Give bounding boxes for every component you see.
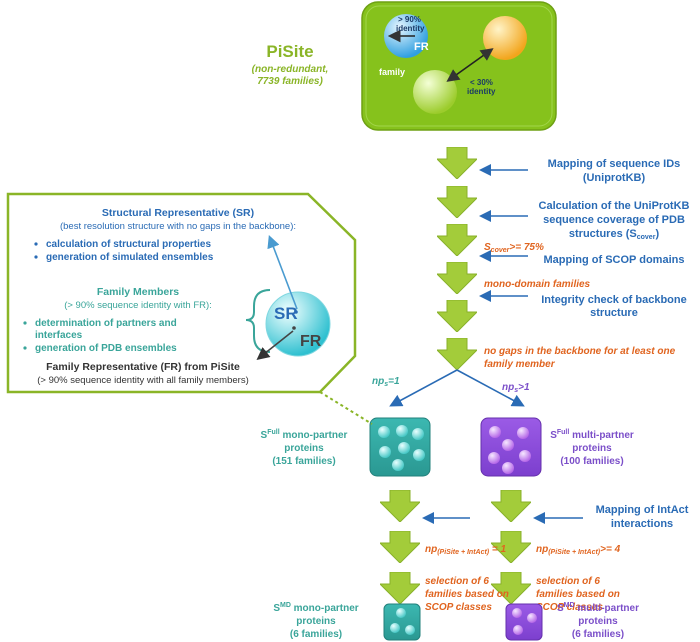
step-2-line3: structures (Scover) — [569, 228, 660, 241]
branch-arrow-right — [456, 369, 525, 407]
intact-line1: Mapping of IntAct — [596, 504, 689, 516]
flow-chevron-5 — [437, 300, 477, 332]
identity90-line2: identity — [396, 24, 425, 33]
sr-desc: (best resolution structure with no gaps … — [60, 221, 296, 232]
sr-title: Structural Representative (SR) — [102, 207, 254, 219]
step-2-line1: Calculation of the UniProtKB — [539, 200, 690, 212]
right-chevron-1 — [491, 490, 531, 522]
flow-chevron-2 — [437, 186, 477, 218]
identity90-line1: > 90% — [398, 15, 421, 24]
callout-connector — [319, 391, 373, 425]
left-chevron-2 — [380, 531, 420, 563]
flow-chevron-1 — [437, 147, 477, 179]
smd-mono-line1: SMD mono-partner — [273, 602, 358, 614]
sfull-multi-line3: (100 families) — [560, 456, 623, 467]
sfull-mono-line3: (151 families) — [272, 456, 335, 467]
pisite-subtitle-1: (non-redundant, — [252, 64, 329, 75]
selection-multi-line1: selection of 6 — [536, 576, 600, 587]
fr-dot — [292, 326, 296, 330]
sr-bullet-1 — [34, 242, 38, 246]
smd-multi-line1: SMD multi-partner — [557, 602, 639, 614]
identity30-line1: < 30% — [470, 78, 493, 87]
condition-no-gaps-line2: family member — [484, 359, 556, 370]
left-chevron-3 — [380, 572, 420, 604]
smd-multi-line3: (6 families) — [572, 629, 624, 640]
selection-mono-line1: selection of 6 — [425, 576, 489, 587]
sfull-mono-line2: proteins — [284, 443, 324, 454]
smd-multi-line2: proteins — [578, 616, 618, 627]
sr-sphere-label: SR — [274, 304, 298, 323]
selection-mono-line3: SCOP classes — [425, 602, 492, 613]
orange-sphere — [483, 16, 527, 60]
sfull-mono-line1: SFull mono-partner — [261, 429, 348, 441]
sfull-multi-line1: SFull multi-partner — [550, 429, 634, 441]
step-6-line1: Integrity check of backbone — [541, 294, 686, 306]
smd-mono-line2: proteins — [296, 616, 336, 627]
intact-line2: interactions — [611, 518, 673, 530]
identity30-line2: identity — [467, 87, 496, 96]
fr-title: Family Representative (FR) from PiSite — [46, 361, 240, 373]
fr-pointer-arrow — [256, 330, 294, 360]
fr-label: FR — [414, 41, 429, 53]
step-1-line2: (UniprotKB) — [583, 172, 646, 184]
branch-right-label: nps>1 — [502, 382, 530, 394]
step-6-line2: structure — [590, 307, 638, 319]
pisite-subtitle-2: 7739 families) — [257, 76, 323, 87]
fm-desc: (> 90% sequence identity with FR): — [64, 300, 212, 311]
sr-bullet-2-text: generation of simulated ensembles — [46, 252, 214, 263]
left-chevron-1 — [380, 490, 420, 522]
sr-bullet-1-text: calculation of structural properties — [46, 239, 211, 250]
branch-arrow-left — [389, 369, 458, 407]
flow-chevron-4 — [437, 262, 477, 294]
smd-multi-box — [505, 603, 543, 641]
fm-bullet-1-text-a: determination of partners and — [35, 318, 177, 329]
selection-mono-line2: families based on — [425, 589, 509, 600]
family-brace — [245, 289, 271, 353]
flow-chevron-6 — [437, 338, 477, 370]
sfull-multi-box — [480, 417, 542, 477]
condition-mono-domain: mono-domain families — [484, 279, 591, 290]
step-1-line1: Mapping of sequence IDs — [548, 158, 681, 170]
sr-pointer-arrow — [267, 235, 298, 310]
fm-bullet-2 — [23, 346, 27, 350]
sr-bullet-2 — [34, 255, 38, 259]
np-multi-condition: np(PiSite + IntAct)>= 4 — [536, 544, 621, 556]
condition-cover: Scover>= 75% — [484, 242, 544, 254]
fm-bullet-2-text: generation of PDB ensembles — [35, 343, 177, 354]
identity30-arrow — [446, 48, 494, 82]
sfull-mono-box — [369, 417, 431, 477]
branch-left-label: nps=1 — [372, 376, 400, 388]
flow-chevron-3 — [437, 224, 477, 256]
selection-multi-line3: SCOP classes — [536, 602, 603, 613]
sr-dot — [294, 310, 298, 314]
condition-no-gaps-line1: no gaps in the backbone for at least one — [484, 346, 676, 357]
green-sphere — [413, 70, 457, 114]
family-label: family — [379, 67, 405, 77]
step-4: Mapping of SCOP domains — [544, 254, 685, 266]
smd-mono-line3: (6 families) — [290, 629, 342, 640]
smd-mono-box — [383, 603, 421, 641]
selection-multi-line2: families based on — [536, 589, 620, 600]
fr-desc: (> 90% sequence identity with all family… — [37, 375, 248, 386]
fm-title: Family Members — [97, 286, 179, 298]
fm-bullet-1-text-b: interfaces — [35, 330, 83, 341]
np-mono-condition: np(PiSite + IntAct) = 1 — [425, 544, 507, 556]
pisite-title: PiSite — [266, 42, 313, 61]
sfull-multi-line2: proteins — [572, 443, 612, 454]
step-2-line2: sequence coverage of PDB — [543, 214, 685, 226]
fr-sphere-label: FR — [300, 333, 322, 350]
fm-bullet-1 — [23, 321, 27, 325]
